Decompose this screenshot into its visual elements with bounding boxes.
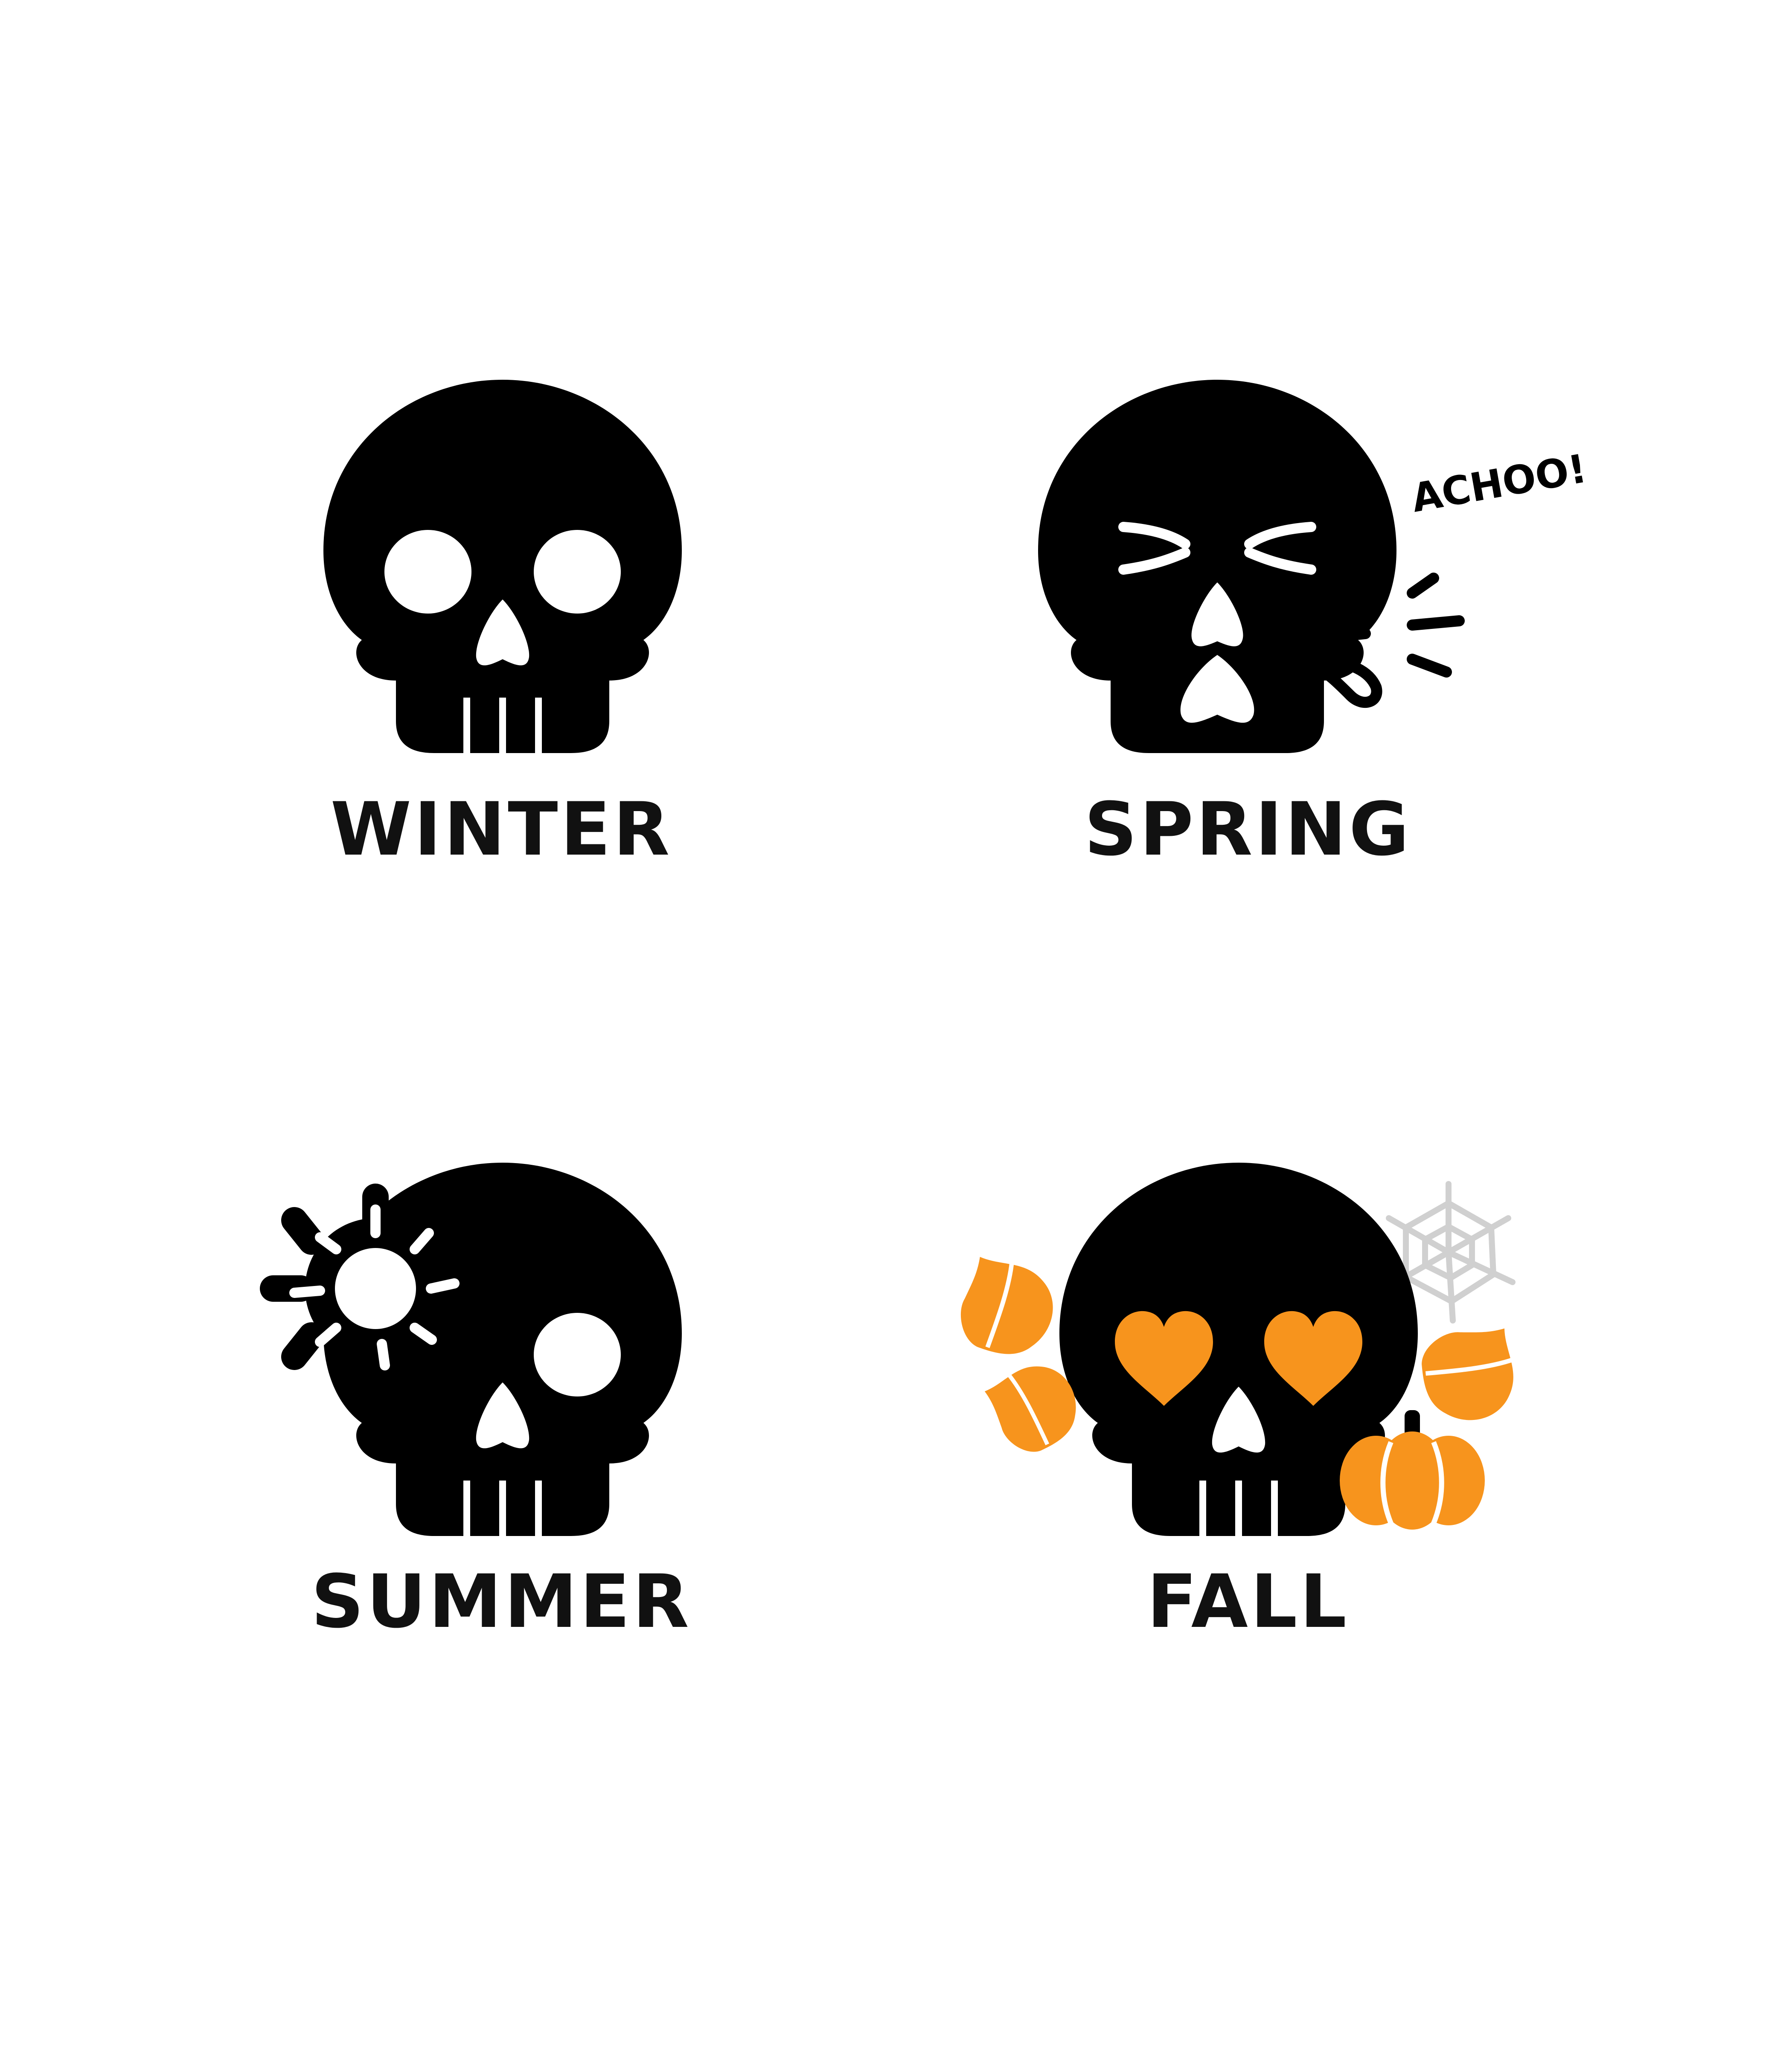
fall-skull-icon [1059, 1163, 1418, 1538]
season-label-winter: WINTER [330, 786, 672, 872]
leaf-icon [970, 1350, 1088, 1463]
pumpkin-icon [1340, 1410, 1485, 1530]
leaf-icon [938, 1236, 1068, 1371]
nose-cavity [1212, 1387, 1265, 1453]
season-label-spring: SPRING [1084, 786, 1412, 872]
nose-cavity [476, 1382, 529, 1449]
left-eye-socket [384, 530, 471, 614]
sneeze-icon [1300, 573, 1465, 708]
squint-eyes [1118, 522, 1316, 575]
summer-skull-icon [323, 1163, 682, 1538]
right-eye-socket [534, 1313, 621, 1396]
winter-skull-icon [323, 380, 682, 755]
cobweb-icon [1386, 1181, 1516, 1324]
sun-icon [260, 1184, 460, 1393]
spring-skull-icon [1038, 380, 1396, 753]
season-label-summer: SUMMER [311, 1559, 692, 1644]
achoo-exclamation: ACHOO! [1408, 445, 1590, 521]
nose-cavity [1191, 582, 1243, 646]
nose-cavity [476, 599, 529, 666]
season-label-fall: FALL [1146, 1559, 1350, 1644]
right-eye-socket [534, 530, 621, 614]
sneezing-mouth [1180, 655, 1254, 723]
leaf-icon [1402, 1299, 1542, 1440]
